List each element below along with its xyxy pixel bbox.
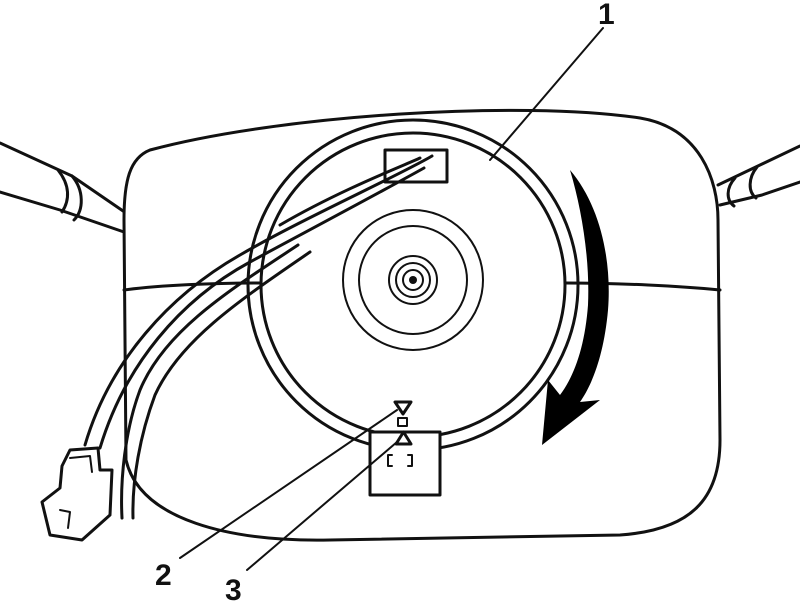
callout-1-leader <box>489 27 604 161</box>
right-stalk-lever <box>716 144 800 208</box>
callout-3-leader <box>246 441 398 571</box>
hub-ring-3 <box>388 255 438 305</box>
hub-ring-5 <box>402 269 424 291</box>
hub-ring-1 <box>342 209 484 351</box>
hub-ring-4 <box>395 262 431 298</box>
alignment-mark-upper-triangle <box>393 400 413 416</box>
tab-bracket-mark <box>387 454 413 467</box>
callout-label-1: 1 <box>598 0 615 31</box>
alignment-mark-lower-triangle <box>394 430 413 446</box>
callout-label-3: 3 <box>225 574 242 607</box>
left-stalk-lever <box>0 141 128 234</box>
harness-plug-connector <box>40 446 114 542</box>
alignment-mark-small-box <box>397 417 408 427</box>
wiring-harness <box>83 154 434 520</box>
housing-seam-left <box>122 281 262 292</box>
callout-2-leader <box>179 409 398 559</box>
hub-ring-2 <box>358 225 468 335</box>
alignment-mark-tab <box>368 400 442 497</box>
callout-label-2: 2 <box>155 559 172 592</box>
callout-leaders <box>179 27 604 571</box>
column-housing <box>122 108 722 542</box>
housing-seam-right <box>563 281 722 292</box>
hub-center-dot <box>409 276 417 284</box>
clockwise-rotation-arrow <box>542 170 609 445</box>
